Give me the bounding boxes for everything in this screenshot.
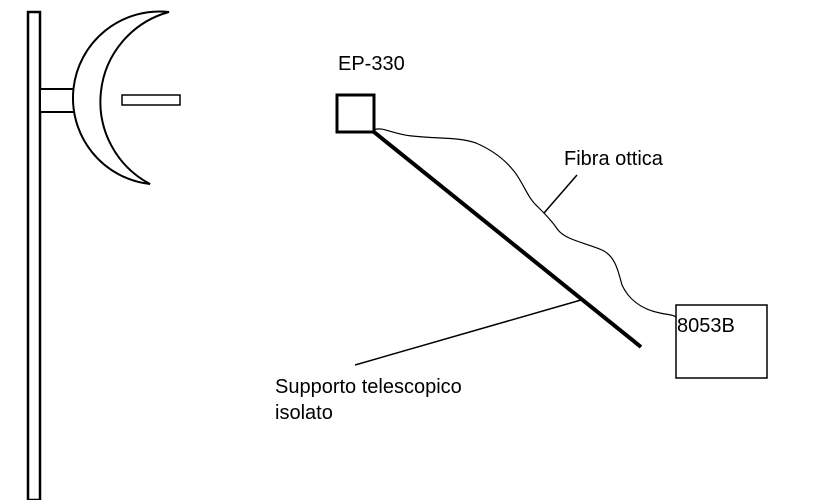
support-leader-line [354, 299, 582, 366]
field-meter-box-icon [675, 304, 768, 379]
meter-label: 8053B [677, 315, 735, 337]
telescopic-support [372, 130, 643, 349]
probe-label: EP-330 [338, 53, 405, 75]
dish-antenna-icon [71, 10, 170, 185]
fiber-leader-line [543, 174, 578, 214]
support-label-line2: isolato [275, 402, 333, 424]
optical-fiber-cable [373, 128, 677, 318]
fiber-label: Fibra ottica [564, 148, 663, 170]
mast-pole [26, 10, 42, 500]
antenna-feed-rod [121, 94, 181, 106]
field-probe-icon [335, 93, 376, 134]
support-label-line1: Supporto telescopico [275, 376, 462, 398]
